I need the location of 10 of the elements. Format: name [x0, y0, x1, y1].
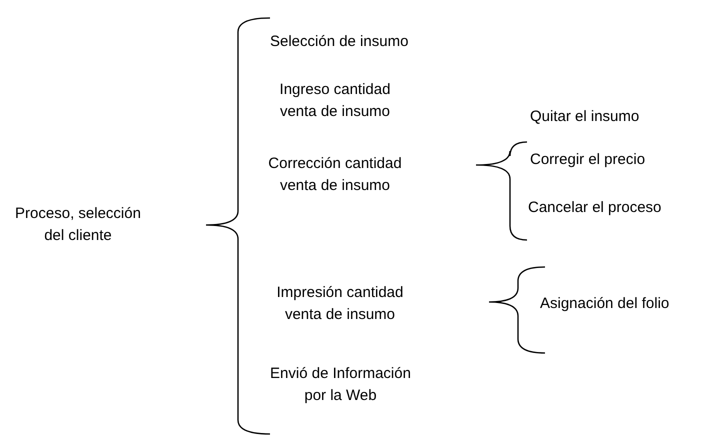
item-label: Impresión cantidad venta de insumo: [276, 283, 404, 325]
item-label: Corrección cantidad venta de insumo: [267, 154, 403, 196]
item-label: Cancelar el proceso: [528, 198, 662, 218]
item-label: Selección de insumo: [270, 32, 408, 52]
item-label: Envió de Información por la Web: [269, 364, 412, 406]
item-label: Corregir el precio: [530, 150, 646, 170]
root-label: Proceso, selección del cliente: [14, 204, 142, 246]
item-label: Ingreso cantidad venta de insumo: [278, 80, 392, 122]
item-label: Quitar el insumo: [530, 107, 640, 127]
item-label: Asignación del folio: [540, 294, 670, 314]
